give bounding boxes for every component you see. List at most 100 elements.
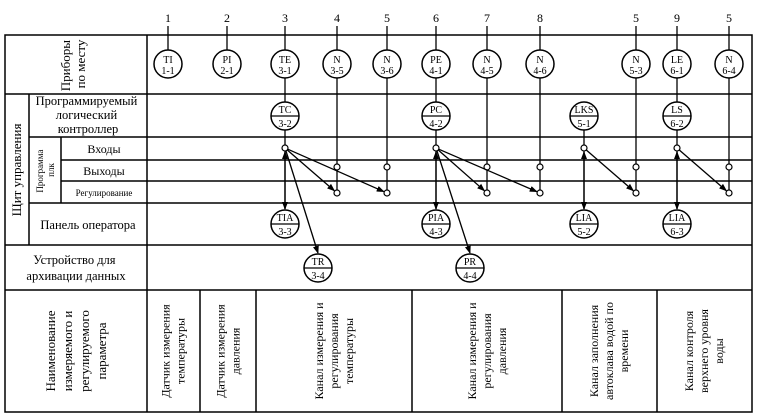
instrument-code: N: [632, 55, 639, 66]
instrument-circle: [525, 49, 555, 79]
panel-instrument: PIA 4-3: [421, 209, 451, 239]
instrument-code: N: [483, 55, 490, 66]
channel-label: Датчик измерениятемпературы: [159, 304, 188, 398]
position-number: 5: [384, 11, 390, 25]
channel-label-line: регулирования: [480, 313, 494, 389]
instrument-code: TE: [279, 55, 291, 66]
instrument-code: TIA: [277, 213, 294, 224]
position-number: 9: [674, 11, 680, 25]
plc-line: Программируемый: [36, 94, 138, 108]
panel-instrument: LIA 5-2: [569, 209, 599, 239]
instrument-id: 4-1: [429, 66, 442, 77]
regulation-node: [383, 189, 391, 197]
instrument-id: 6-2: [670, 119, 683, 130]
plc-program-label: Программа плк: [35, 147, 56, 192]
archive-line: архивации данных: [26, 269, 126, 283]
position-number: 2: [224, 11, 230, 25]
position-number: 1: [165, 11, 171, 25]
archive-device-label: Устройство для архивации данных: [26, 253, 126, 283]
plc-line: контроллер: [58, 122, 119, 136]
instrument-id: 4-4: [463, 271, 476, 282]
channel-label-line: Канал контроля: [682, 310, 696, 391]
instrument-circle: [421, 49, 451, 79]
outputs-label: Выходы: [83, 164, 124, 178]
instrument-code: N: [383, 55, 390, 66]
input-to-archive-arrow: [436, 150, 471, 254]
channel-label-line: температуры: [342, 318, 356, 384]
instrument-id: 6-4: [722, 66, 735, 77]
output-node: [725, 163, 733, 171]
instrument-id: 4-5: [480, 66, 493, 77]
instrument-code: LKS: [575, 105, 594, 116]
channel-label-line: времени: [617, 329, 631, 372]
instrument-code: PE: [430, 55, 442, 66]
channel-label-line: температуры: [174, 318, 188, 384]
regulation-node: [536, 189, 544, 197]
channel-label-line: Канал заполнения: [587, 304, 601, 397]
channel-label-line: регулирования: [327, 313, 341, 389]
field-devices-label: Приборы по месту: [58, 37, 88, 91]
plc-instrument: LS6-2: [662, 101, 692, 131]
panel-instrument: TIA 3-3: [270, 209, 300, 239]
regulation-node: [483, 189, 491, 197]
position-number: 7: [484, 11, 490, 25]
regulation-arrow: [437, 149, 486, 192]
channel-label-line: Канал измерения и: [312, 302, 326, 400]
channel-label: Канал измерения ирегулированиятемператур…: [312, 302, 356, 400]
instrument-id: 2-1: [220, 66, 233, 77]
position-number: 6: [433, 11, 439, 25]
position-number: 4: [334, 11, 340, 25]
instrument-circle: [621, 49, 651, 79]
plc-line: логический: [56, 108, 118, 122]
instrument-circle: [270, 49, 300, 79]
channel-label-line: автоклава водой по: [602, 302, 616, 400]
field-instrument: 5N3-6: [372, 11, 402, 79]
input-node: [580, 144, 588, 152]
instrument-code: N: [333, 55, 340, 66]
instrument-code: LIA: [576, 213, 593, 224]
plc-program-line: плк: [46, 163, 56, 177]
instrument-code: PC: [430, 105, 443, 116]
regulation-arrow: [585, 149, 635, 192]
instrument-code: LIA: [669, 213, 686, 224]
instrument-id: 3-6: [380, 66, 393, 77]
input-node: [673, 144, 681, 152]
channel-label: Канал контроляверхнего уровняводы: [682, 309, 726, 393]
instrument-id: 3-4: [311, 271, 324, 282]
instrument-code: N: [725, 55, 732, 66]
plc-instrument: TC3-2: [270, 101, 300, 131]
instrument-id: 4-3: [429, 227, 442, 238]
instrument-id: 5-2: [577, 227, 590, 238]
instrument-code: PIA: [428, 213, 445, 224]
instrument-id: 1-1: [161, 66, 174, 77]
regulation-arrow: [438, 148, 538, 193]
instrument-id: 4-6: [533, 66, 546, 77]
channel-label: Датчик измерениядавления: [214, 304, 243, 398]
output-node: [383, 163, 391, 171]
channel-label: Канал заполненияавтоклава водой повремен…: [587, 302, 631, 400]
instrument-id: 6-1: [670, 66, 683, 77]
outer-border: [4, 34, 753, 413]
instrument-code: LE: [671, 55, 683, 66]
position-number: 5: [726, 11, 732, 25]
instrument-id: 5-1: [577, 119, 590, 130]
instrument-code: PI: [223, 55, 232, 66]
regulation-arrow: [678, 149, 728, 192]
plc-label: Программируемый логический контроллер: [36, 94, 141, 136]
regulation-node: [725, 189, 733, 197]
plc-instrument: LKS 5-1: [569, 101, 599, 131]
instrument-id: 3-3: [278, 227, 291, 238]
instrument-circle: [212, 49, 242, 79]
regulation-node: [333, 189, 341, 197]
regulation-arrow: [287, 148, 385, 193]
output-node: [632, 163, 640, 171]
input-node: [281, 144, 289, 152]
channel-label-line: Канал измерения и: [465, 302, 479, 400]
instrument-code: N: [536, 55, 543, 66]
regulation-arrow: [286, 149, 336, 192]
position-number: 5: [633, 11, 639, 25]
